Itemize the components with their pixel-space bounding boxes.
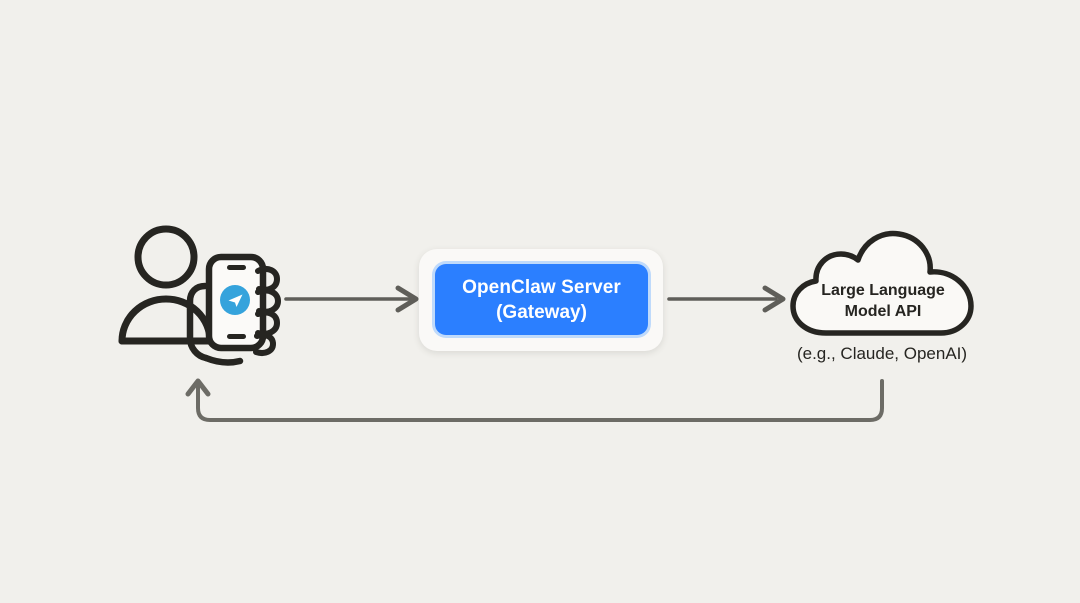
arrow-gateway-to-llm bbox=[667, 285, 786, 313]
user-with-phone-icon bbox=[118, 225, 282, 366]
gateway-node[interactable]: OpenClaw Server (Gateway) bbox=[435, 264, 648, 335]
user-body-icon bbox=[118, 295, 214, 345]
llm-node-label: Large Language Model API bbox=[793, 280, 973, 322]
gateway-subtitle: (Gateway) bbox=[496, 301, 587, 323]
telegram-paper-plane-icon bbox=[228, 294, 243, 307]
llm-label-line2: Model API bbox=[844, 303, 922, 320]
arrow-user-to-gateway bbox=[284, 285, 419, 313]
arrow-llm-to-user-return bbox=[185, 378, 884, 422]
llm-node-caption: (e.g., Claude, OpenAI) bbox=[796, 344, 968, 363]
llm-label-line1: Large Language bbox=[821, 282, 945, 299]
user-head-icon bbox=[134, 225, 198, 289]
gateway-title: OpenClaw Server bbox=[462, 276, 621, 298]
llm-cloud-shape bbox=[790, 230, 974, 336]
phone-speaker-icon bbox=[227, 265, 246, 270]
user-wrist-icon bbox=[202, 354, 244, 366]
phone-home-indicator-icon bbox=[227, 334, 246, 339]
user-thumb-icon bbox=[186, 282, 210, 362]
finger-4-icon bbox=[253, 332, 277, 356]
